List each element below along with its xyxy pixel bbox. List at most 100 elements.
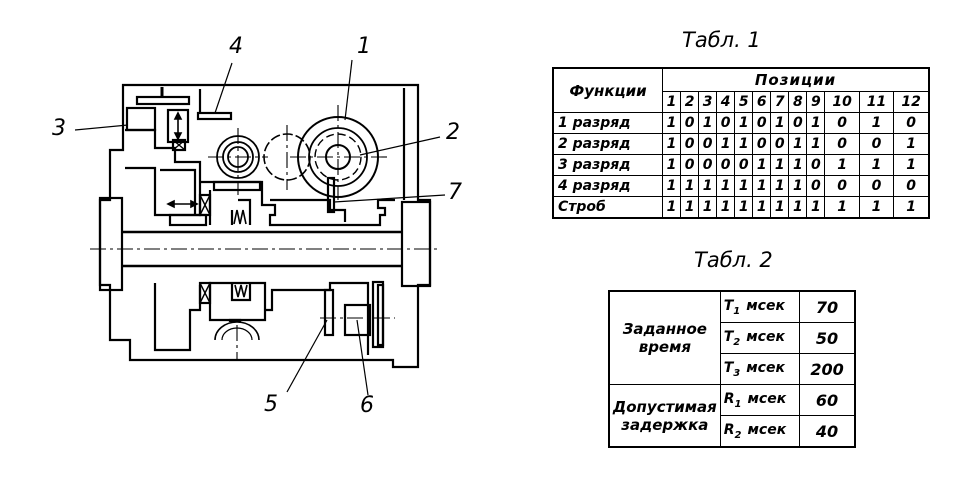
bit-cell: 1 bbox=[698, 175, 718, 197]
bit-cell: 0 bbox=[680, 112, 700, 134]
callout-2: 2 bbox=[446, 120, 460, 145]
right-flange bbox=[400, 200, 432, 288]
bit-cell: 1 bbox=[698, 196, 718, 219]
housing-outline bbox=[98, 83, 432, 369]
function-label: 4 разряд bbox=[552, 175, 663, 197]
bit-cell: 0 bbox=[788, 112, 808, 134]
positions-header: Позиции bbox=[662, 67, 930, 92]
bit-cell: 1 bbox=[752, 175, 772, 197]
group-label-line2: задержка bbox=[621, 415, 709, 434]
bit-cell: 1 bbox=[824, 154, 860, 176]
bit-cell: 0 bbox=[716, 112, 736, 134]
left-flange bbox=[98, 196, 124, 292]
position-header-cell: 9 bbox=[806, 91, 826, 113]
bit-cell: 1 bbox=[824, 196, 860, 219]
function-label: 1 разряд bbox=[552, 112, 663, 134]
callout-1: 1 bbox=[357, 34, 371, 59]
bit-cell: 0 bbox=[893, 112, 930, 134]
bit-cell: 1 bbox=[716, 175, 736, 197]
bit-cell: 1 bbox=[806, 112, 826, 134]
bit-cell: 1 bbox=[734, 112, 754, 134]
bit-cell: 1 bbox=[680, 196, 700, 219]
position-header-cell: 8 bbox=[788, 91, 808, 113]
bit-cell: 0 bbox=[806, 175, 826, 197]
bit-cell: 0 bbox=[824, 112, 860, 134]
group-label-line1: Заданное bbox=[622, 320, 707, 338]
callout-7: 7 bbox=[448, 180, 462, 205]
parameter-unit: мсек bbox=[746, 359, 785, 376]
position-header-cell: 5 bbox=[734, 91, 754, 113]
group-label-line2: время bbox=[638, 338, 691, 356]
bit-cell: 0 bbox=[734, 154, 754, 176]
value-cell: 200 bbox=[799, 353, 856, 385]
bit-cell: 1 bbox=[893, 154, 930, 176]
bit-cell: 1 bbox=[734, 196, 754, 219]
parameter-symbol: R bbox=[723, 421, 735, 438]
parameter-symbol: R bbox=[723, 390, 735, 407]
parameter-unit: мсек bbox=[747, 421, 787, 438]
position-header-cell: 6 bbox=[752, 91, 772, 113]
callout-6: 6 bbox=[360, 393, 374, 418]
pinion-5 bbox=[323, 288, 335, 337]
position-header-cell: 1 bbox=[661, 91, 682, 113]
parameter-index: 3 bbox=[733, 367, 741, 379]
bit-cell: 0 bbox=[824, 175, 860, 197]
bit-cell: 1 bbox=[661, 112, 682, 134]
bit-cell: 0 bbox=[893, 175, 930, 197]
bit-cell: 1 bbox=[788, 133, 808, 155]
position-header-cell: 4 bbox=[716, 91, 736, 113]
bit-cell: 1 bbox=[788, 196, 808, 219]
group-label-line1: Допустимая bbox=[612, 397, 717, 416]
value-cell: 70 bbox=[799, 290, 856, 323]
position-header-cell: 3 bbox=[698, 91, 718, 113]
bit-cell: 0 bbox=[680, 154, 700, 176]
lever-4 bbox=[196, 111, 233, 121]
functions-header: Функции bbox=[552, 67, 663, 113]
bit-cell: 1 bbox=[661, 133, 682, 155]
unit-3 bbox=[125, 106, 157, 132]
bit-cell: 1 bbox=[893, 196, 930, 219]
bit-cell: 0 bbox=[806, 154, 826, 176]
bit-cell: 1 bbox=[680, 175, 700, 197]
bit-cell: 1 bbox=[661, 154, 682, 176]
parameter-index: 2 bbox=[733, 336, 741, 348]
value-cell: 50 bbox=[799, 322, 856, 354]
bit-cell: 1 bbox=[770, 196, 790, 219]
value-cell: 40 bbox=[799, 415, 856, 448]
mechanism-drawing bbox=[74, 59, 446, 396]
bit-cell: 1 bbox=[752, 154, 772, 176]
position-header-cell: 2 bbox=[680, 91, 700, 113]
bit-cell: 1 bbox=[788, 175, 808, 197]
position-header-cell: 7 bbox=[770, 91, 790, 113]
bit-cell: 1 bbox=[716, 133, 736, 155]
bit-cell: 0 bbox=[858, 175, 895, 197]
parameter-unit: мсек bbox=[747, 390, 787, 407]
bit-cell: 0 bbox=[680, 133, 700, 155]
bit-cell: 0 bbox=[858, 133, 895, 155]
bit-cell: 1 bbox=[858, 154, 895, 176]
callout-3: 3 bbox=[52, 116, 66, 141]
bit-cell: 0 bbox=[716, 154, 736, 176]
bit-cell: 1 bbox=[858, 196, 895, 219]
position-header-cell: 12 bbox=[893, 91, 930, 113]
bit-cell: 0 bbox=[698, 133, 718, 155]
bit-cell: 1 bbox=[661, 175, 682, 197]
bit-cell: 0 bbox=[752, 133, 772, 155]
bit-cell: 1 bbox=[734, 133, 754, 155]
bit-cell: 1 bbox=[858, 112, 895, 134]
